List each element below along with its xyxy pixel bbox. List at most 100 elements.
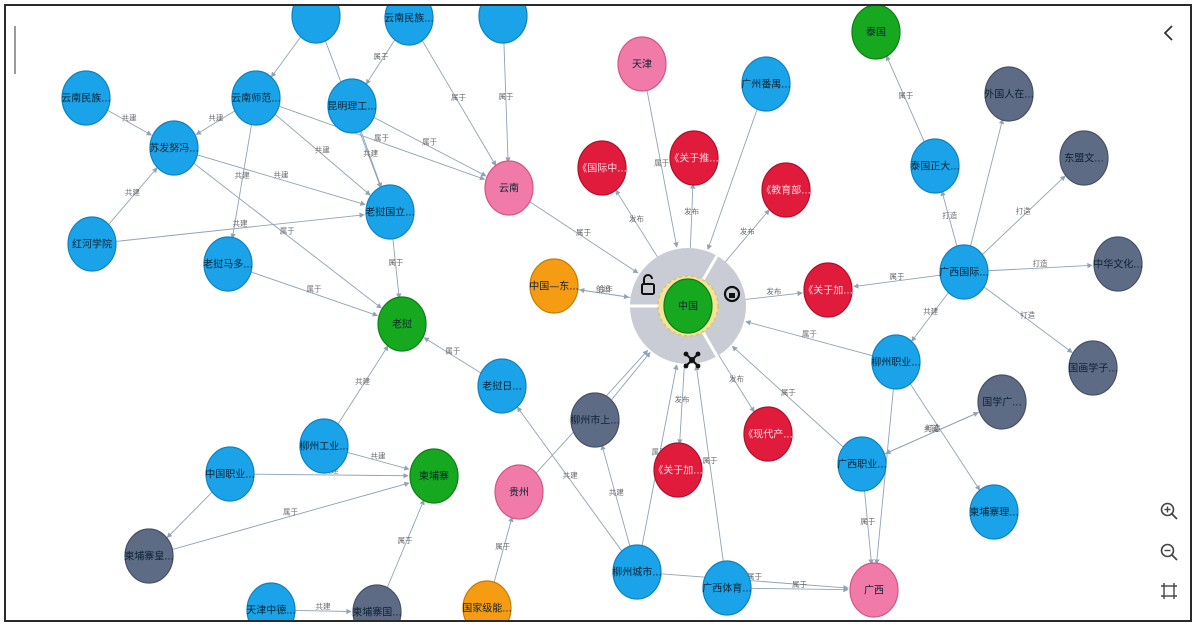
node-label: 东盟文... — [1064, 152, 1104, 165]
node-liuzhou-shi[interactable]: 柳州城市... — [612, 544, 662, 600]
lock-icon[interactable] — [723, 285, 741, 303]
node-gx-guoji[interactable]: 广西国际... — [939, 244, 989, 300]
node-circle — [743, 406, 793, 462]
node-laowo-ribian[interactable]: 老挝日... — [477, 358, 527, 414]
edge-label: 属于 — [898, 91, 913, 100]
node-gz-zhiye[interactable]: 广州番禺... — [741, 56, 791, 112]
node-laowo-guoli[interactable]: 老挝国立... — [365, 184, 415, 240]
edge-label: 共建 — [363, 148, 378, 158]
node-liuzhou-shang[interactable]: 柳州市上... — [570, 392, 620, 448]
node-jianpuzhai[interactable]: 柬埔寨 — [409, 448, 459, 504]
edge-yx-gonye-to-laowo — [336, 345, 389, 427]
zoom-in-icon — [1160, 502, 1178, 520]
node-t-top2[interactable] — [478, 6, 528, 44]
edge-label: 共建 — [563, 470, 578, 480]
node-gx-zhiye[interactable]: 广西职业... — [837, 436, 887, 492]
edge-gx-guoji-to-taiguo-sanda — [940, 190, 959, 249]
node-tianjin-zhong[interactable]: 天津中德... — [246, 582, 296, 620]
node-label: 国家级能... — [462, 602, 512, 615]
node-guojia[interactable]: 国家级能... — [462, 580, 512, 620]
zoom-in-button[interactable] — [1158, 500, 1180, 522]
edge-label: 属于 — [307, 285, 322, 294]
knowledge-graph[interactable]: 共建共建共建属于属于属于共建共建属于共建属于共建属于共建属于属于属于属于属于发布… — [6, 6, 1190, 620]
node-label: 天津 — [632, 59, 652, 71]
edge-label: 共建 — [208, 112, 223, 122]
edge-gx-guoji-to-waiguoren — [969, 118, 1005, 249]
node-zhonghua[interactable]: 中华文化... — [1093, 236, 1143, 292]
edge-gx-guoji-to-guoxue-zi — [982, 285, 1073, 353]
node-zg-dong[interactable]: 中国—东... — [529, 258, 579, 314]
node-label: 天津中德... — [246, 604, 296, 617]
edge-liuzhou-zhiye-to-zhongguo — [745, 320, 873, 357]
node-zhongguo[interactable]: 中国 — [663, 278, 713, 334]
node-honghe[interactable]: 红河学院 — [67, 216, 117, 272]
node-laowo-ma[interactable]: 老挝马多... — [203, 236, 253, 292]
node-circle — [365, 184, 415, 240]
unlock-icon[interactable] — [641, 274, 655, 295]
node-yn-ligong[interactable]: 昆明理工... — [327, 78, 377, 134]
node-circle — [977, 374, 1027, 430]
node-jpz-guo[interactable]: 柬埔寨国... — [352, 584, 402, 620]
node-taiguo[interactable]: 泰国 — [851, 6, 901, 60]
edge-sufanu-to-laowo-guoli — [196, 154, 366, 206]
edge-gz-zhiye-to-zhongguo — [706, 106, 759, 251]
node-liuzhou-zhiye[interactable]: 柳州职业... — [871, 334, 921, 390]
edge-label: 共建 — [355, 376, 370, 386]
graph-canvas[interactable]: 共建共建共建属于属于属于共建共建属于共建属于共建属于共建属于属于属于属于属于发布… — [4, 4, 1192, 622]
edge-t-top2-to-yunnan — [503, 39, 511, 163]
node-gx-tiyu[interactable]: 广西体育... — [702, 560, 752, 616]
node-label: 《关于推... — [669, 152, 719, 165]
node-taiguo-sanda[interactable]: 泰国正大... — [910, 138, 960, 194]
edge-gx-tiyu-to-guangxi — [750, 586, 849, 593]
node-yn-shifan[interactable]: 云南师范... — [231, 70, 281, 126]
node-jiaoyu[interactable]: 《教育部... — [761, 162, 811, 218]
node-yx-gonye[interactable]: 柳州工业... — [299, 418, 349, 474]
node-circle — [871, 334, 921, 390]
node-yn-minzu[interactable]: 云南民族... — [61, 70, 111, 126]
node-jianpuzhai-ci[interactable]: 柬埔寨理... — [969, 484, 1019, 540]
node-xiandai[interactable]: 《现代产... — [743, 406, 793, 462]
network-icon[interactable] — [683, 351, 701, 369]
node-t-top1[interactable]: 云南民族... — [384, 6, 434, 46]
zoom-out-button[interactable] — [1158, 541, 1180, 563]
node-label: 老挝国立... — [365, 206, 415, 219]
node-yunnan[interactable]: 云南 — [484, 160, 534, 216]
edge-label: 属于 — [747, 572, 762, 581]
node-guanjia[interactable]: 《关于加... — [803, 262, 853, 318]
node-guoxue-zi[interactable]: 国画学子... — [1068, 340, 1118, 396]
fit-screen-button[interactable] — [1158, 580, 1180, 602]
node-guizhou[interactable]: 贵州 — [494, 464, 544, 520]
node-label: 柬埔寨皇... — [124, 550, 174, 563]
edge-label: 打造 — [942, 210, 957, 220]
edge-label: 属于 — [781, 388, 796, 397]
edge-label: 属于 — [498, 92, 513, 101]
edge-t-top1-to-yn-ligong — [365, 37, 397, 85]
edge-gx-tiyu-to-zhongguo — [694, 364, 725, 565]
node-guoxue[interactable]: 国学广... — [977, 374, 1027, 430]
edge-label: 共建 — [316, 601, 331, 611]
edge-label: 共建 — [923, 306, 938, 316]
panel-edge-marker — [14, 26, 16, 74]
node-label: 云南 — [499, 182, 519, 195]
node-gaiguanyu[interactable]: 《关于加... — [653, 442, 703, 498]
collapse-panel-button[interactable] — [1158, 22, 1180, 44]
edge-gx-guoji-to-liuzhou-zhiye — [911, 290, 950, 342]
node-zhongguo-yi[interactable]: 中国职业... — [205, 446, 255, 502]
node-gjj-zhong[interactable]: 《国际中... — [577, 140, 627, 196]
node-laowo[interactable]: 老挝 — [377, 296, 427, 352]
node-t-tl[interactable] — [291, 6, 341, 44]
edge-label: 共建 — [924, 423, 939, 433]
node-sufanu[interactable]: 苏发努冯... — [149, 120, 199, 176]
edge-label: 属于 — [495, 542, 510, 551]
node-dongmeng[interactable]: 东盟文... — [1059, 130, 1109, 186]
chevron-left-icon — [1163, 25, 1173, 41]
edge-yunnan-to-zhongguo — [528, 200, 639, 274]
node-label: 《国际中... — [577, 162, 627, 175]
node-circle — [1059, 130, 1109, 186]
node-guanyuli[interactable]: 《关于推... — [669, 130, 719, 186]
node-tianjin[interactable]: 天津 — [617, 36, 667, 92]
node-label: 贵州 — [509, 486, 529, 499]
node-guangxi[interactable]: 广西 — [849, 562, 899, 618]
node-jpz-huang[interactable]: 柬埔寨皇... — [124, 528, 174, 584]
node-waiguoren[interactable]: 外国人在... — [984, 66, 1034, 122]
